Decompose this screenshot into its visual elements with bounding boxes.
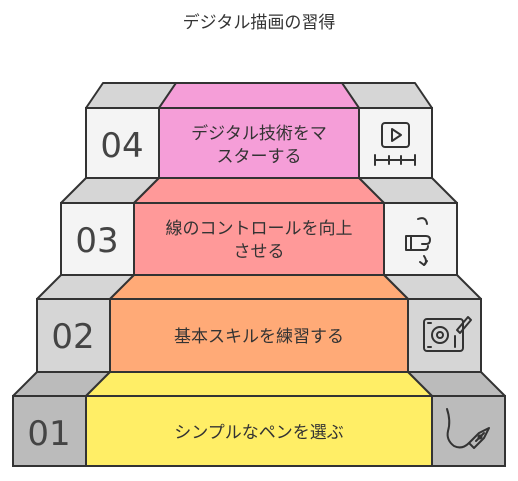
step-03: 03 線のコントロールを向上 させる xyxy=(60,177,458,276)
step-01-top-center xyxy=(85,371,433,397)
step-04-icon-block xyxy=(358,107,433,179)
step-03-number-block xyxy=(60,202,135,276)
step-01-number: 01 xyxy=(27,414,70,454)
video-timeline-icon xyxy=(374,122,416,166)
diagram-title: デジタル描画の習得 xyxy=(182,13,336,33)
step-02-number: 02 xyxy=(51,317,94,357)
step-04-label-line-2: スターする xyxy=(217,147,302,167)
step-03-number: 03 xyxy=(75,221,118,261)
step-03-label-line-2: させる xyxy=(234,242,285,262)
pen-nib-icon xyxy=(446,408,490,449)
step-02: 02 基本スキルを練習する xyxy=(36,274,482,373)
step-02-icon-block xyxy=(407,298,482,373)
step-03-icon-block xyxy=(383,202,458,276)
step-04-number: 04 xyxy=(100,126,143,166)
step-01-label-box xyxy=(85,395,433,467)
drawing-tablet-icon xyxy=(423,316,472,352)
step-03-label-line-1: 線のコントロールを向上 xyxy=(166,219,353,239)
pointing-hand-icon xyxy=(405,217,431,266)
step-01: 01 シンプルなペンを選ぶ xyxy=(12,371,506,467)
step-01-number-block xyxy=(12,395,87,467)
step-01-icon-block xyxy=(431,395,506,467)
step-04-top-center xyxy=(158,82,360,109)
step-02-top-center xyxy=(109,274,409,300)
step-03-top-center xyxy=(133,177,385,204)
step-04: 04 デジタル技術をマ スターする xyxy=(85,82,433,179)
step-02-label-line-1: 基本スキルを練習する xyxy=(174,327,344,347)
step-01-label-line-1: シンプルなペンを選ぶ xyxy=(174,423,344,443)
step-02-label-box xyxy=(109,298,409,373)
step-04-label-box xyxy=(158,107,360,179)
step-03-label-box xyxy=(133,202,385,276)
step-04-label-line-1: デジタル技術をマ xyxy=(191,123,327,144)
